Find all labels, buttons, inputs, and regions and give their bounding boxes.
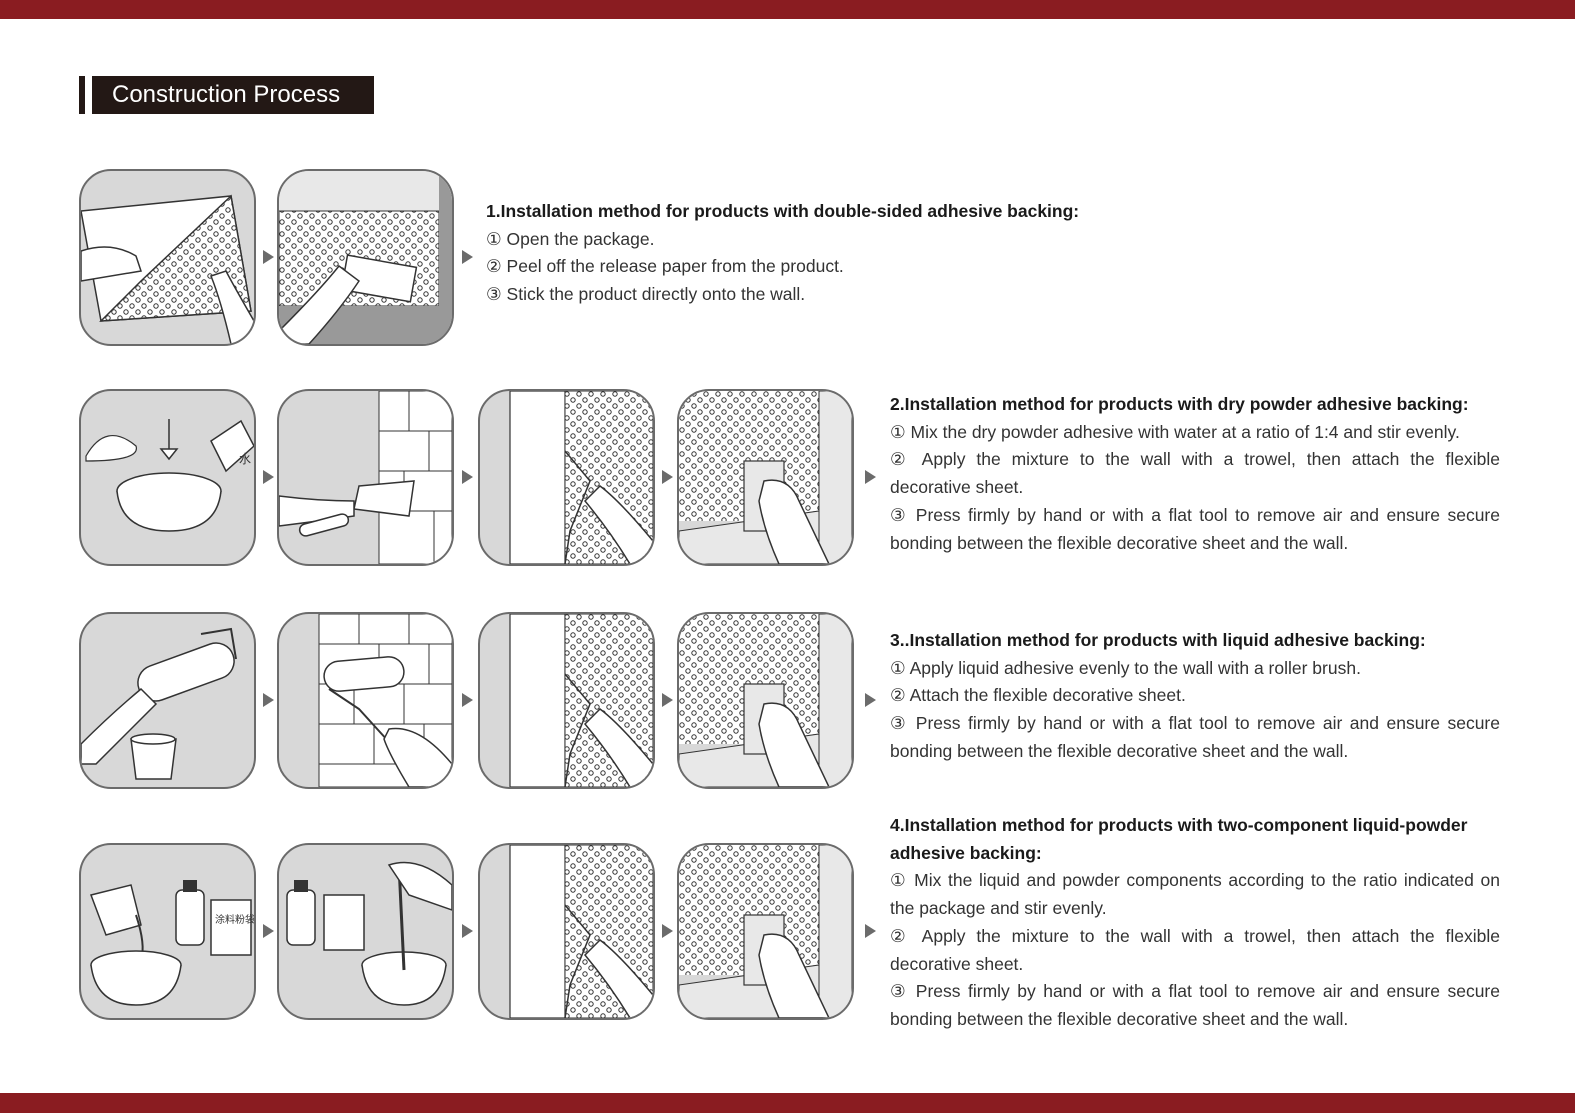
arrow-icon [462,470,473,484]
top-band [0,0,1575,19]
arrow-icon [662,693,673,707]
method-heading: 3..Installation method for products with… [890,630,1426,650]
method-step: ③ Stick the product directly onto the wa… [486,284,806,305]
method-step: ③ Press firmly by hand or with a flat to… [890,713,1500,761]
illustration-roller-adhesive [79,612,256,789]
bottom-band [0,1093,1575,1113]
arrow-icon [865,470,876,484]
method-heading: 1.Installation method for products with … [486,201,1080,221]
method-4-text: 4.Installation method for products with … [890,812,1500,1034]
method-step: ① Mix the dry powder adhesive with water… [890,421,1460,442]
illustration-attach-sheet [478,843,655,1020]
method-heading: 4.Installation method for products with … [890,815,1468,863]
method-step: ② Apply the mixture to the wall with a t… [890,449,1500,498]
method-step: ② Apply the mixture to the wall with a t… [890,925,1500,974]
arrow-icon [462,693,473,707]
method-step: ③ Press firmly by hand or with a flat to… [890,504,1500,553]
arrow-icon [263,250,274,264]
arrow-icon [462,924,473,938]
arrow-icon [462,250,473,264]
method-heading: 2.Installation method for products with … [890,394,1469,414]
water-label: 水 [239,452,251,466]
illustration-open-package [79,169,256,346]
illustration-attach-sheet [478,389,655,566]
method-step: ③ Press firmly by hand or with a flat to… [890,981,1500,1029]
illustration-mix-powder-water: 水 [79,389,256,566]
method-1-text: 1.Installation method for products with … [486,198,1146,309]
arrow-icon [662,470,673,484]
illustration-press-sheet [677,843,854,1020]
method-step: ② Attach the flexible decorative sheet. [890,685,1186,706]
illustration-stir-mixture [277,843,454,1020]
arrow-icon [662,924,673,938]
arrow-icon [263,924,274,938]
method-3-text: 3..Installation method for products with… [890,627,1500,766]
illustration-roll-wall [277,612,454,789]
illustration-press-sheet [677,612,854,789]
arrow-icon [865,924,876,938]
section-title: Construction Process [92,76,374,114]
illustration-stick-to-wall [277,169,454,346]
illustration-pour-liquid: 涂料粉袋 [79,843,256,1020]
method-step: ① Apply liquid adhesive evenly to the wa… [890,657,1361,678]
illustration-press-sheet [677,389,854,566]
method-2-text: 2.Installation method for products with … [890,391,1500,557]
method-step: ① Mix the liquid and powder components a… [890,870,1500,919]
section-header: Construction Process [79,76,374,114]
method-step: ② Peel off the release paper from the pr… [486,256,844,277]
method-step: ① Open the package. [486,228,655,249]
arrow-icon [263,470,274,484]
header-accent-bar [79,76,85,114]
arrow-icon [263,693,274,707]
arrow-icon [865,693,876,707]
illustration-attach-sheet [478,612,655,789]
powder-bag-label: 涂料粉袋 [215,913,254,926]
illustration-apply-trowel [277,389,454,566]
